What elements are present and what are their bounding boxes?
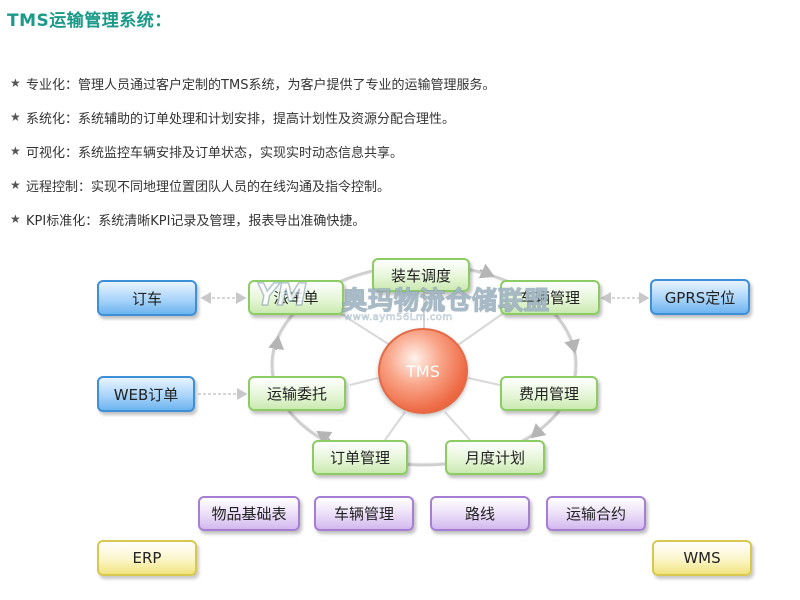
box-label: 运输委托 [266,385,327,403]
feature-description: 系统清晰KPI记录及管理，报表导出准确快捷。 [98,213,366,229]
spoke [467,377,501,386]
feature-title: 可视化 [26,145,66,161]
monthly-plan-box: 月度计划 [445,440,545,475]
ring-arrow [316,430,333,446]
spoke [457,311,506,346]
feature-title: 远程控制 [26,179,79,195]
list-item: ★ 远程控制 ： 实现不同地理位置团队人员的在线沟通及指令控制。 [10,168,495,202]
star-icon: ★ [10,212,21,226]
feature-title: 专业化 [26,77,66,93]
wms-box: WMS [652,540,752,576]
box-label: WMS [683,549,721,567]
spoke [384,411,406,441]
item-base-table-box: 物品基础表 [198,496,300,531]
vehicle-management-base-box: 车辆管理 [314,496,414,531]
feature-separator: ： [65,111,79,127]
vehicle-management-box: 车辆管理 [500,280,600,315]
spoke [349,377,379,386]
box-label: 车辆管理 [519,289,580,307]
star-icon: ★ [10,144,21,158]
gprs-box: GPRS定位 [650,279,750,315]
box-label: 物品基础表 [211,505,287,523]
dispatch-order-box: 派车单 [248,280,344,315]
box-label: GPRS定位 [664,288,736,307]
feature-separator: ： [78,179,92,195]
box-label: 派车单 [273,289,319,307]
feature-title: 系统化 [26,111,66,127]
ring-arrow [268,335,285,351]
list-item: ★ 专业化 ： 管理人员通过客户定制的TMS系统，为客户提供了专业的运输管理服务… [10,66,495,100]
box-label: 月度计划 [464,449,525,467]
spoke [444,411,471,441]
box-label: 费用管理 [518,385,579,403]
box-label: 装车调度 [390,266,451,285]
ring-arrow [530,423,547,439]
list-item: ★ 系统化 ： 系统辅助的订单处理和计划安排，提高计划性及资源分配合理性。 [10,100,495,134]
ring-arrow [478,263,495,279]
star-icon: ★ [10,76,21,90]
box-label: 订车 [131,289,162,308]
feature-description: 实现不同地理位置团队人员的在线沟通及指令控制。 [91,179,391,195]
transport-commission-box: 运输委托 [248,376,346,411]
feature-description: 管理人员通过客户定制的TMS系统，为客户提供了专业的运输管理服务。 [78,77,496,93]
feature-description: 系统辅助的订单处理和计划安排，提高计划性及资源分配合理性。 [78,111,456,127]
box-label: 运输合约 [565,505,626,523]
box-label: 订单管理 [329,449,390,467]
cost-management-box: 费用管理 [500,376,598,411]
tms-center: TMS [378,328,468,414]
booking-box: 订车 [97,280,197,316]
loading-dispatch-box: 装车调度 [372,258,470,292]
page-title: TMS运输管理系统： [7,11,172,31]
feature-separator: ： [85,213,99,229]
feature-description: 系统监控车辆安排及订单状态，实现实时动态信息共享。 [78,145,404,161]
box-label: 车辆管理 [333,505,394,523]
ring-arrow [564,338,580,354]
box-label: WEB订单 [113,385,179,404]
list-item: ★ KPI标准化 ： 系统清晰KPI记录及管理，报表导出准确快捷。 [10,202,495,236]
feature-separator: ： [65,145,79,161]
tms-label: TMS [406,361,440,381]
order-management-box: 订单管理 [312,440,408,475]
list-item: ★ 可视化 ： 系统监控车辆安排及订单状态，实现实时动态信息共享。 [10,134,495,168]
erp-box: ERP [97,540,197,576]
feature-title: KPI标准化 [26,213,86,229]
web-order-box: WEB订单 [97,376,195,412]
transport-contract-box: 运输合约 [546,496,646,531]
star-icon: ★ [10,178,21,192]
spoke [334,309,391,346]
route-box: 路线 [430,496,530,531]
box-label: 路线 [464,505,495,523]
star-icon: ★ [10,110,21,124]
box-label: ERP [132,549,162,567]
feature-separator: ： [65,77,79,93]
feature-list: ★ 专业化 ： 管理人员通过客户定制的TMS系统，为客户提供了专业的运输管理服务… [10,66,495,236]
